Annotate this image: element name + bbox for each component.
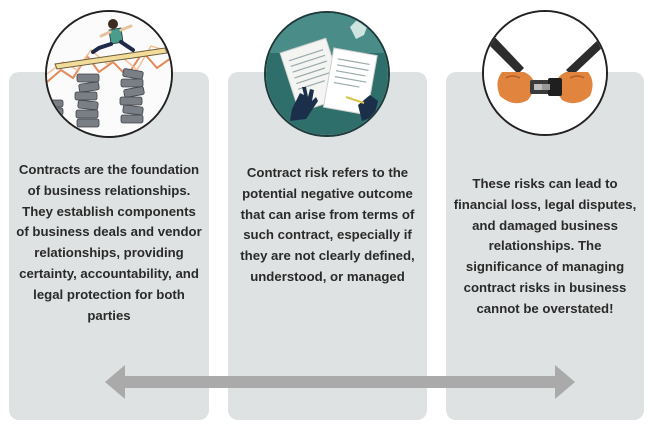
card-1-text: Contracts are the foundation of business…	[16, 162, 202, 323]
seatbelt-buckle-icon	[482, 10, 608, 136]
card-2-text: Contract risk refers to the potential ne…	[240, 165, 415, 284]
card-3-text: These risks can lead to financial loss, …	[453, 176, 637, 316]
falling-person-icon	[45, 10, 173, 138]
double-arrow-icon	[105, 365, 575, 399]
signing-documents-icon	[264, 11, 390, 137]
